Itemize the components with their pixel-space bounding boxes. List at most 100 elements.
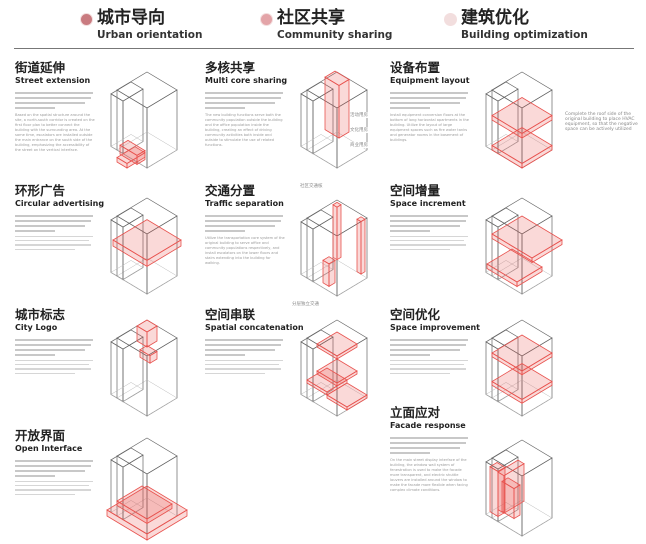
annotation-label: 社区交通核 xyxy=(300,183,323,189)
tower-wing-base xyxy=(300,382,334,402)
description-zh-lines xyxy=(390,92,470,109)
tower-wing-side xyxy=(122,336,144,403)
description-zh-lines xyxy=(390,339,470,356)
description-en: Based on the spatial structure around th… xyxy=(15,113,95,152)
description-en: The new building functions serve both th… xyxy=(205,113,283,147)
building-axonometric-diagram xyxy=(300,319,368,417)
description-zh-lines xyxy=(15,460,95,477)
highlight-volume-side xyxy=(328,259,336,288)
building-axonometric-diagram xyxy=(485,197,563,295)
tower-top xyxy=(116,437,178,475)
description-zh-lines xyxy=(15,339,95,356)
section-title-zh: 开放界面 xyxy=(15,428,66,443)
highlight-volume-side xyxy=(146,503,173,525)
highlight-volume-top xyxy=(316,331,358,357)
category-dot-icon xyxy=(260,13,273,26)
description-zh-lines xyxy=(205,215,285,232)
category-dot-icon xyxy=(444,13,457,26)
section-space-increment: 空间增量 Space increment xyxy=(390,183,470,253)
section-title-zh: 城市标志 xyxy=(15,307,66,322)
section-title-zh: 立面应对 xyxy=(390,405,441,420)
category-title-zh: 城市导向 xyxy=(97,8,165,28)
highlight-volume-top xyxy=(491,127,553,164)
highlight-volume-side xyxy=(149,350,158,364)
tower-wing-top xyxy=(110,81,144,102)
highlight-volume-side xyxy=(126,151,146,169)
highlight-volume-side xyxy=(521,380,553,404)
category-building-optimization: 建筑优化 Building optimization xyxy=(444,8,588,41)
section-space-improvement: 空间优化 Space improvement xyxy=(390,307,480,377)
description-en-lines xyxy=(205,360,285,374)
section-facade-response: 立面应对 Facade response On the main street … xyxy=(390,405,470,493)
section-title-en: Street extension xyxy=(15,76,91,85)
section-title-en: Equipment layout xyxy=(390,76,470,85)
tower-top xyxy=(116,71,178,109)
highlight-volume-side xyxy=(503,462,525,514)
description-zh-lines xyxy=(390,437,470,454)
tower-wing-base xyxy=(110,382,144,402)
highlight-volume-front xyxy=(497,471,505,514)
annotation-label: 分层独立交通 xyxy=(292,301,319,307)
highlight-volume-side xyxy=(146,325,158,348)
section-title-en: Multi core sharing xyxy=(205,76,288,85)
highlight-volume-side xyxy=(497,466,506,518)
highlight-volume-front xyxy=(324,76,340,139)
section-equipment-layout: 设备布置 Equipment layout Install equipment … xyxy=(390,60,470,143)
section-title-zh: 多核共享 xyxy=(205,60,256,75)
highlight-volume-front xyxy=(356,218,362,275)
tower-wing-top xyxy=(485,81,519,102)
description-zh-lines xyxy=(205,339,285,356)
highlight-volume-side xyxy=(513,484,521,520)
description-en-lines xyxy=(390,236,470,250)
building-axonometric-diagram xyxy=(106,437,188,541)
highlight-volume-top xyxy=(491,363,553,400)
category-community-sharing: 社区共享 Community sharing xyxy=(260,8,392,41)
description-zh-lines xyxy=(205,92,285,109)
description-en-lines xyxy=(15,236,95,250)
annotation-label: 文化用房 xyxy=(350,127,368,133)
tower-wing-base xyxy=(110,260,144,280)
category-dot-icon xyxy=(80,13,93,26)
description-zh-lines xyxy=(15,215,95,232)
section-title-zh: 街道延伸 xyxy=(15,60,66,75)
tower-base xyxy=(491,379,553,417)
section-title-zh: 空间优化 xyxy=(390,307,441,322)
category-title-en: Urban orientation xyxy=(97,29,203,41)
section-spatial-concatenation: 空间串联 Spatial concatenation xyxy=(205,307,304,377)
section-title-zh: 交通分置 xyxy=(205,183,256,198)
annotation-label: 活动用房 xyxy=(350,112,368,118)
building-axonometric-diagram xyxy=(485,439,553,537)
tower-wing-base xyxy=(485,382,519,402)
description-zh-lines xyxy=(390,215,470,232)
section-title-en: City Logo xyxy=(15,323,58,332)
category-title-en: Community sharing xyxy=(277,29,393,41)
section-title-en: Open Interface xyxy=(15,444,83,453)
category-title-zh: 建筑优化 xyxy=(461,8,529,28)
building-axonometric-diagram xyxy=(110,71,178,169)
tower-wing-top xyxy=(300,209,334,230)
section-title-zh: 环形广告 xyxy=(15,183,66,198)
section-title-en: Circular advertising xyxy=(15,199,105,208)
header-divider xyxy=(14,48,634,49)
highlight-volume-side xyxy=(146,239,182,268)
description-en-lines xyxy=(390,360,470,374)
tower-wing-top xyxy=(110,447,144,468)
annotation-label: Complete the roof side of the original b… xyxy=(565,112,640,132)
highlight-volume-side xyxy=(336,204,342,261)
description-en: Install equipment conversion floors at t… xyxy=(390,113,470,142)
annotation-label: 商业用房 xyxy=(350,142,368,148)
highlight-volume-side xyxy=(360,218,366,275)
description-en: On the main street display interface of … xyxy=(390,458,468,492)
tower-wing-base xyxy=(300,134,334,154)
highlight-volume-side xyxy=(346,394,368,411)
description-zh-lines xyxy=(15,92,95,109)
section-open-interface: 开放界面 Open Interface xyxy=(15,428,95,498)
highlight-volume-front xyxy=(322,259,330,288)
section-title-en: Facade response xyxy=(390,421,466,430)
highlight-volume-side xyxy=(521,144,553,169)
section-multi-core-sharing: 多核共享 Multi core sharing The new building… xyxy=(205,60,288,148)
building-axonometric-diagram xyxy=(110,197,182,295)
highlight-volume-side xyxy=(531,239,563,264)
section-title-zh: 设备布置 xyxy=(390,60,441,75)
highlight-volume-side xyxy=(516,266,543,288)
